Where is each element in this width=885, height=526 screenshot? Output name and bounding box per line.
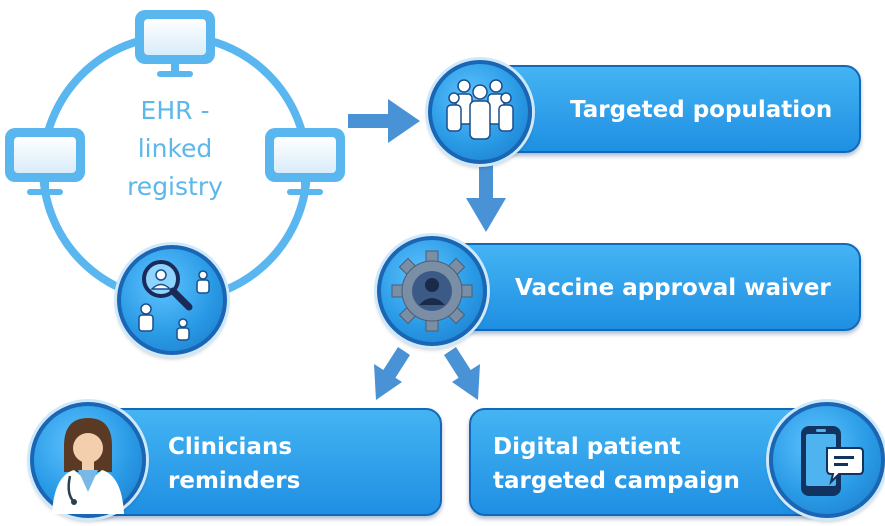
clinicians-label-line1: Clinicians <box>168 434 293 460</box>
vaccine-waiver-label: Vaccine approval waiver <box>515 275 831 301</box>
clinicians-label-line2: reminders <box>168 468 301 494</box>
digital-campaign-box: Digital patient targeted campaign <box>469 408 823 516</box>
arrow-right <box>348 99 420 143</box>
population-badge <box>428 60 532 164</box>
arrow-down-left <box>374 347 410 400</box>
phone-chat-icon <box>801 426 864 496</box>
search-people-badge <box>117 245 227 355</box>
gear-person-badge <box>377 236 487 346</box>
arrow-down-right <box>444 347 480 400</box>
gear-person-icon <box>391 250 473 332</box>
search-people-icon <box>138 260 210 341</box>
vaccine-waiver-box: Vaccine approval waiver <box>435 243 861 331</box>
doctor-badge <box>30 402 146 518</box>
digital-label-line2: targeted campaign <box>493 468 740 494</box>
arrow-down <box>466 165 506 232</box>
clinicians-box: Clinicians reminders <box>88 408 442 516</box>
population-icon <box>446 79 514 140</box>
phone-chat-badge <box>769 402 885 518</box>
targeted-population-box: Targeted population <box>478 65 861 153</box>
monitor-icon <box>5 128 85 195</box>
monitor-icon <box>265 128 345 195</box>
monitor-icon <box>135 10 215 77</box>
doctor-icon <box>52 418 124 514</box>
targeted-population-label: Targeted population <box>570 97 833 123</box>
digital-label-line1: Digital patient <box>493 434 681 460</box>
registry-label-line1: EHR - <box>140 96 210 125</box>
registry-label-line3: registry <box>127 172 223 201</box>
registry-label: EHR - linked registry <box>110 92 240 206</box>
registry-label-line2: linked <box>137 134 213 163</box>
